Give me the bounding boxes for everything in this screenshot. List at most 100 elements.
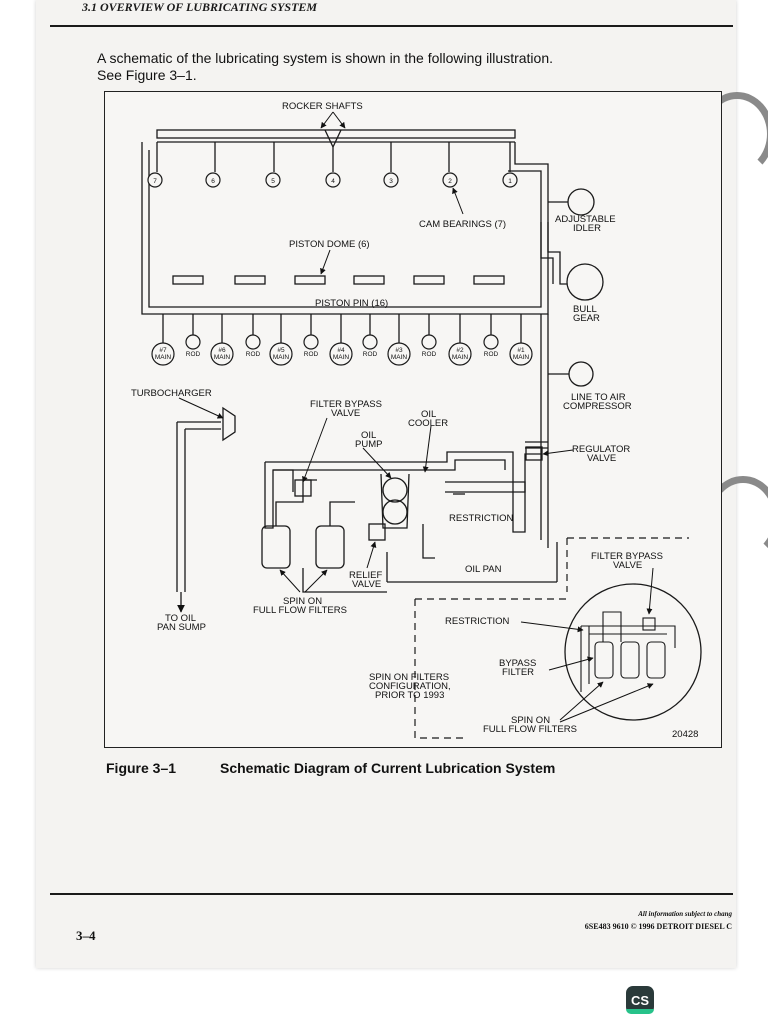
label-rocker-shafts: ROCKER SHAFTS [282, 101, 363, 112]
label-inset-spin-2: FULL FLOW FILTERS [483, 724, 577, 735]
turbocharger-shape [222, 406, 236, 442]
label-bull-1: BULL [573, 304, 597, 315]
label-bypass-filter-1: BYPASS [499, 658, 536, 669]
label-line-air-2: COMPRESSOR [563, 401, 632, 412]
intro-paragraph: A schematic of the lubricating system is… [97, 50, 637, 84]
cam-bearings [147, 172, 518, 188]
rod-bearing [483, 334, 499, 350]
main-label-4-num: #4 [337, 347, 345, 354]
label-spin-on-1: SPIN ON [283, 596, 322, 607]
main-label-7-word: MAIN [155, 354, 172, 361]
label-inset-spin-1: SPIN ON [511, 715, 550, 726]
label-to-oil-1: TO OIL [165, 613, 196, 624]
cam-number-7: 7 [153, 178, 157, 185]
spin-on-filter-right [315, 525, 345, 569]
main-label-1-word: MAIN [513, 354, 530, 361]
label-filter-bypass-1: FILTER BYPASS [310, 399, 382, 410]
label-line-air-1: LINE TO AIR [571, 392, 626, 403]
label-spin-config-1: SPIN ON FILTERS [369, 672, 449, 683]
label-oil-pan: OIL PAN [465, 564, 502, 575]
cam-bearing-7 [147, 172, 163, 188]
label-piston-pin: PISTON PIN (16) [315, 298, 388, 309]
main-bearing-5 [269, 342, 293, 366]
main-label-6-num: #6 [218, 347, 226, 354]
rod-bearing [421, 334, 437, 350]
label-oil-cooler-1: OIL [421, 409, 436, 420]
figure-caption: Schematic Diagram of Current Lubrication… [220, 760, 556, 776]
doc-code: 6SE483 9610 [584, 922, 629, 931]
label-oil-pump-1: OIL [361, 430, 376, 441]
cam-number-1: 1 [508, 178, 512, 185]
bull-gear [566, 263, 604, 301]
rod-label: ROD [363, 351, 378, 358]
label-regulator-2: VALVE [587, 453, 616, 464]
footer-notice: All information subject to chang [638, 910, 732, 918]
cam-number-2: 2 [448, 178, 452, 185]
rocker-shaft-bar [156, 129, 516, 139]
section-title: 3.1 OVERVIEW OF LUBRICATING SYSTEM [82, 0, 318, 14]
figure-number: Figure 3–1 [106, 760, 177, 776]
label-relief-2: VALVE [352, 579, 381, 590]
main-label-2-num: #2 [456, 347, 464, 354]
cam-bearing-1 [502, 172, 518, 188]
main-bearing-2 [448, 342, 472, 366]
cam-bearing-6 [205, 172, 221, 188]
rod-bearing [362, 334, 378, 350]
lubrication-schematic: 7 6 5 4 3 2 1 [104, 91, 722, 748]
camscanner-badge-icon[interactable]: CS [626, 986, 654, 1014]
intro-line-2: See Figure 3–1. [97, 67, 197, 83]
cam-number-3: 3 [389, 178, 393, 185]
label-turbocharger: TURBOCHARGER [131, 388, 212, 399]
inset-bypass-valve [642, 617, 656, 631]
rod-label: ROD [422, 351, 437, 358]
label-relief-1: RELIEF [349, 570, 382, 581]
main-bearing-4 [329, 342, 353, 366]
main-label-3-word: MAIN [391, 354, 408, 361]
figure-id: 20428 [672, 729, 698, 740]
inset-detail-circle [564, 583, 702, 721]
oil-pump-gear-top [382, 477, 408, 503]
relief-valve-shape [368, 523, 386, 541]
main-label-7-num: #7 [159, 347, 167, 354]
spin-on-filter-left [261, 525, 291, 569]
label-inset-restriction: RESTRICTION [445, 616, 510, 627]
label-regulator-1: REGULATOR [572, 444, 630, 455]
main-label-2-word: MAIN [452, 354, 469, 361]
main-label-1-num: #1 [517, 347, 525, 354]
cam-bearing-2 [442, 172, 458, 188]
rod-label: ROD [246, 351, 261, 358]
rod-label: ROD [304, 351, 319, 358]
oil-pump-gear-bottom [382, 499, 408, 525]
main-label-4-word: MAIN [333, 354, 350, 361]
rod-label: ROD [484, 351, 499, 358]
label-spin-on-2: FULL FLOW FILTERS [253, 605, 347, 616]
cam-number-6: 6 [211, 178, 215, 185]
binder-ring-bottom [706, 476, 768, 560]
main-bearing-7 [151, 342, 175, 366]
air-compressor-port [568, 361, 594, 387]
main-label-6-word: MAIN [214, 354, 231, 361]
cam-bearing-3 [383, 172, 399, 188]
cam-bearing-5 [265, 172, 281, 188]
label-adjustable-1: ADJUSTABLE [555, 214, 616, 225]
main-label-5-num: #5 [277, 347, 285, 354]
main-bearing-6 [210, 342, 234, 366]
main-label-3-num: #3 [395, 347, 403, 354]
label-spin-config-3: PRIOR TO 1993 [375, 690, 444, 701]
label-to-oil-2: PAN SUMP [157, 622, 206, 633]
bottom-rule [50, 893, 733, 895]
label-cam-bearings: CAM BEARINGS (7) [419, 219, 506, 230]
label-restriction: RESTRICTION [449, 513, 514, 524]
label-filter-bypass-2: VALVE [331, 408, 360, 419]
top-rule [50, 25, 733, 27]
rod-bearing [245, 334, 261, 350]
page-number: 3–4 [76, 928, 96, 943]
main-bearing-1 [509, 342, 533, 366]
adjustable-idler-gear [567, 188, 595, 216]
footer-doc-line: 6SE483 9610 © 1996 DETROIT DIESEL C [585, 922, 732, 931]
copyright: © 1996 DETROIT DIESEL C [630, 922, 732, 931]
rod-bearing [303, 334, 319, 350]
label-inset-bypass-2: VALVE [613, 560, 642, 571]
label-spin-config-2: CONFIGURATION, [369, 681, 451, 692]
main-bearing-3 [387, 342, 411, 366]
